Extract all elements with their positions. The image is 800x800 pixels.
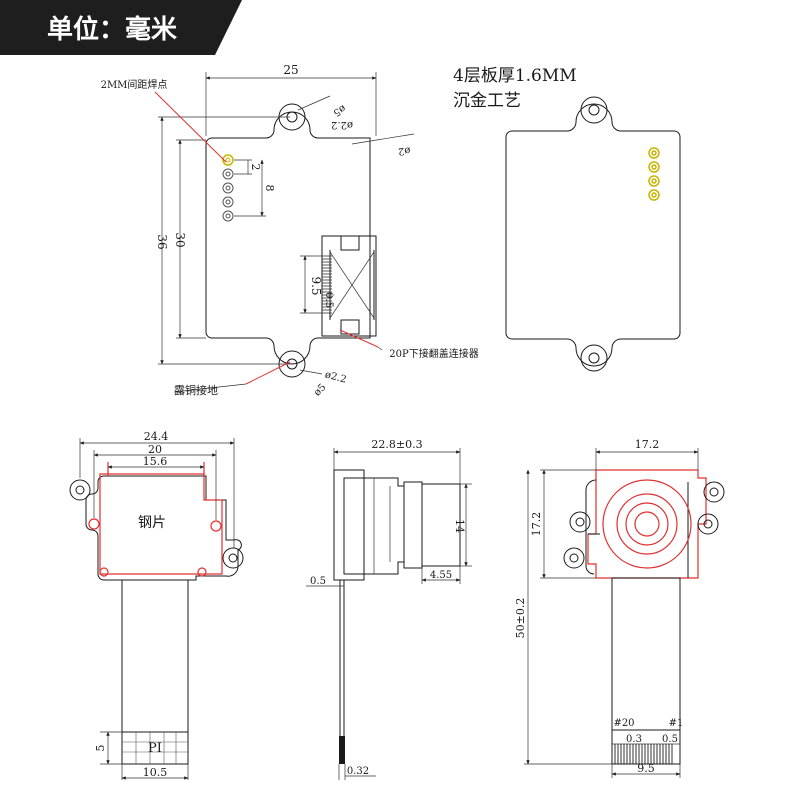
lens-ring-mid <box>616 493 678 555</box>
front-hole-top-right-outer <box>703 481 725 503</box>
back-hole-right-outer <box>222 547 244 569</box>
dim-w-20: 20 <box>148 443 162 456</box>
front-hole-right-inner <box>703 519 713 529</box>
dim-conn-0-5: 0.5 <box>323 292 334 308</box>
unit-banner: 单位：毫米 <box>0 0 242 55</box>
dim-w-17-2: 17.2 <box>635 438 660 451</box>
steel-corner-bl <box>99 567 109 577</box>
steel-hole-left <box>88 518 100 530</box>
dim-h-5: 5 <box>94 745 107 752</box>
flex-stiffener <box>339 736 345 764</box>
dim-w-9-5: 9.5 <box>637 762 655 775</box>
bottom-view-hole-bottom-outer <box>580 344 608 372</box>
dim-width-25: 25 <box>283 63 298 77</box>
dim-d-0-5-right: 0.5 <box>662 734 678 745</box>
front-flex-cable <box>611 577 681 731</box>
module-back-view: 钢片 PI 24.4 20 15.6 5 10.5 <box>69 430 244 780</box>
front-hole-left-outer <box>569 511 591 533</box>
lens-ring-center <box>634 511 660 537</box>
label-ground: 露铜接地 <box>174 383 218 397</box>
module-side-view: 22.8±0.3 14 0.5 4.55 0.32 <box>306 438 472 780</box>
lens-barrel-1 <box>363 477 405 575</box>
lens-holder-base <box>333 469 365 581</box>
steel-hole-right <box>210 520 222 532</box>
dim-w-22-8: 22.8±0.3 <box>371 438 422 451</box>
front-hole-top-right-inner <box>709 487 719 497</box>
dim-h-17-2: 17.2 <box>530 512 543 537</box>
dim-hole-d2-2-bottom: ø2.2 <box>324 369 348 385</box>
flex-tail-lines <box>122 732 188 764</box>
bottom-view-hole-top-inner <box>588 104 600 116</box>
front-hole-bottom-left-inner <box>569 553 579 563</box>
back-hole-right-inner <box>228 553 238 563</box>
dim-pitch-2: 2 <box>249 164 262 171</box>
bottom-view-hole-top-outer <box>580 96 608 124</box>
lens-holder-inner <box>343 477 365 575</box>
dim-w-10-5: 10.5 <box>143 766 168 779</box>
label-pin-20: #20 <box>613 718 634 729</box>
dim-hole-d5-bottom: ø5 <box>312 382 329 399</box>
label-pads-2mm: 2MM间距焊点 <box>101 78 168 91</box>
module-back-outline <box>85 475 242 581</box>
dim-height-30: 30 <box>173 232 187 247</box>
pcb-bottom-view: 4层板厚1.6MM 沉金工艺 <box>453 66 681 372</box>
lens-ring-inner <box>625 502 669 546</box>
connector-pins <box>322 255 332 314</box>
lens-barrel-2 <box>403 481 461 569</box>
solder-pads <box>222 154 234 222</box>
unit-banner-title: 单位：毫米 <box>47 14 177 45</box>
front-flex-fingers <box>614 744 673 764</box>
dim-h-14: 14 <box>453 519 466 533</box>
dim-d-0-32: 0.32 <box>347 766 369 777</box>
flex-cable <box>121 579 189 733</box>
dim-hole-d2-2-top: ø2.2 <box>331 119 353 130</box>
dim-span-8: 8 <box>263 185 276 192</box>
dim-corner-r2: ø2 <box>398 144 411 156</box>
steel-corner-br <box>197 567 207 577</box>
lens-ring-outer <box>602 479 692 569</box>
dim-w-24-4: 24.4 <box>144 430 169 443</box>
dim-w-15-6: 15.6 <box>143 455 168 468</box>
note-board-thickness: 4层板厚1.6MM <box>453 66 577 86</box>
front-hole-bottom-left-outer <box>563 547 585 569</box>
label-pi: PI <box>148 741 162 756</box>
flex-pi-area <box>121 731 189 765</box>
dim-d-4-55: 4.55 <box>430 570 452 581</box>
front-hole-left-inner <box>575 517 585 527</box>
dim-h-50: 50±0.2 <box>514 598 527 639</box>
dim-d-0-3: 0.3 <box>626 734 642 745</box>
pcb-bottom-outline <box>505 103 681 367</box>
front-flex-tail <box>611 729 681 765</box>
module-front-view: 17.2 17.2 50±0.2 #20 #1 0.3 0.5 9.5 <box>514 438 725 778</box>
dim-conn-9-5: 9.5 <box>309 276 323 295</box>
note-finish: 沉金工艺 <box>453 91 521 111</box>
dim-height-36: 36 <box>155 234 169 249</box>
bottom-view-pads <box>648 147 660 201</box>
back-hole-left-inner <box>75 485 85 495</box>
back-hole-left-outer <box>69 479 91 501</box>
front-hole-right-outer <box>697 513 719 535</box>
bottom-view-hole-bottom-inner <box>588 352 600 364</box>
label-connector: 20P下接翻盖连接器 <box>389 347 478 360</box>
pcb-top-view: 25 36 30 2 8 9.5 0.5 ø5 ø2.2 ø2 <box>101 63 479 399</box>
dim-hole-d5-top: ø5 <box>331 102 347 118</box>
pcb-outline <box>205 111 371 365</box>
label-pin-1: #1 <box>669 718 684 729</box>
label-steel-plate: 钢片 <box>138 515 166 531</box>
dim-d-0-5: 0.5 <box>310 576 326 587</box>
